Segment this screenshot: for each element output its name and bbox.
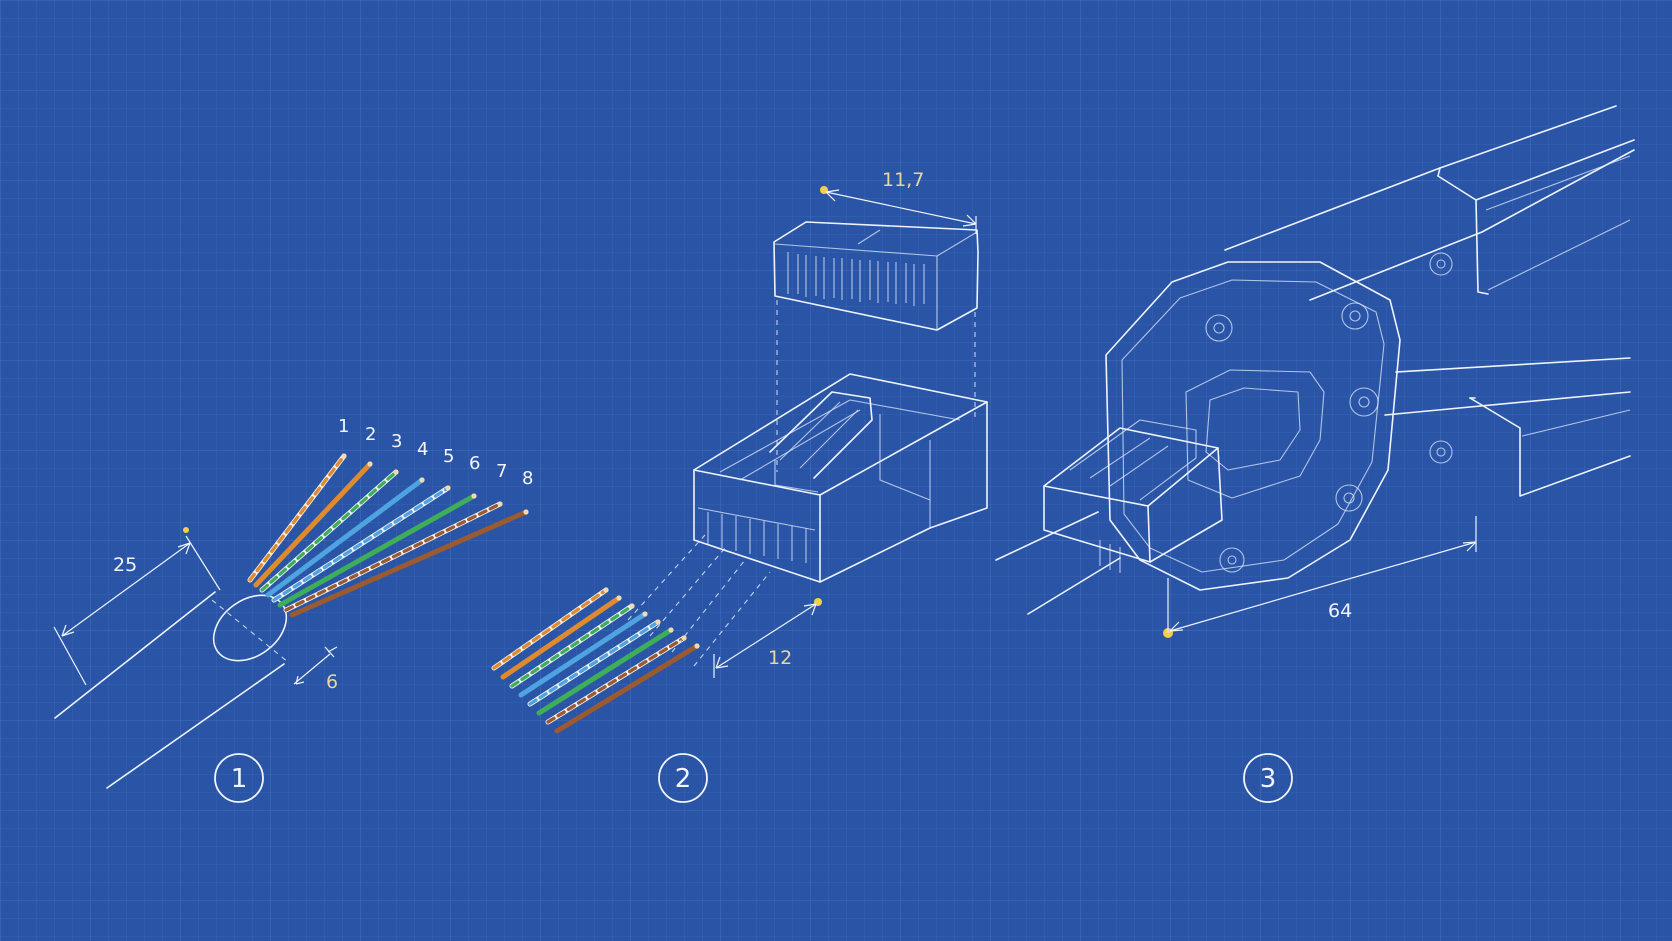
step-2-connector-insertion: 11,7 12 2 — [491, 169, 988, 803]
wire-number-7: 7 — [496, 461, 507, 482]
aligned-wire-1-stripe — [492, 588, 608, 670]
aligned-wire-4-stripe — [519, 612, 647, 697]
wire-3-tip — [393, 469, 399, 475]
aligned-wire-7-tip — [681, 635, 687, 641]
wire-1-stripe — [248, 454, 346, 582]
wire-number-3: 3 — [391, 431, 402, 452]
svg-text:12: 12 — [768, 647, 792, 669]
svg-text:2: 2 — [675, 764, 692, 794]
wire-2-stripe — [254, 462, 372, 587]
wire-6-tip — [471, 493, 477, 499]
wire-number-1: 1 — [338, 416, 349, 437]
wire-2-tip — [367, 461, 373, 467]
wire-number-6: 6 — [469, 453, 480, 474]
twisted-pair-wires — [247, 453, 529, 618]
step-1-stripped-cable: 1 2 3 4 5 6 7 8 25 6 1 — [53, 416, 533, 803]
svg-text:25: 25 — [113, 554, 137, 576]
svg-text:64: 64 — [1328, 600, 1352, 622]
aligned-wire-4-tip — [642, 611, 648, 617]
aligned-wire-7-stripe — [546, 636, 686, 724]
aligned-wire-8-stripe — [555, 644, 699, 733]
wire-8-tip — [523, 509, 529, 515]
aligned-wire-6-stripe — [537, 628, 673, 715]
aligned-wire-2-tip — [616, 595, 622, 601]
wire-number-4: 4 — [417, 439, 428, 460]
step-3-crimping-tool: 64 3 — [995, 105, 1635, 803]
wire-3-stripe — [260, 470, 398, 592]
step-3-badge: 3 — [1243, 753, 1293, 803]
wire-6-stripe — [278, 494, 476, 607]
wire-5-stripe — [272, 486, 450, 602]
dimension-strip-length: 25 — [53, 527, 221, 686]
wire-7-stripe — [284, 502, 502, 612]
dimension-insert-depth: 12 — [713, 598, 822, 678]
wire-5-tip — [445, 485, 451, 491]
svg-text:1: 1 — [231, 764, 248, 794]
wire-number-5: 5 — [443, 446, 454, 467]
wire-1-tip — [341, 453, 347, 459]
svg-text:11,7: 11,7 — [882, 169, 924, 191]
aligned-wire-8-tip — [694, 643, 700, 649]
wire-7-tip — [497, 501, 503, 507]
aligned-wire-5-tip — [655, 619, 661, 625]
step-1-badge: 1 — [214, 753, 264, 803]
aligned-wire-2-stripe — [501, 596, 621, 679]
dimension-connector-width: 11,7 — [820, 169, 977, 234]
aligned-wire-5-stripe — [528, 620, 660, 706]
wire-number-8: 8 — [522, 468, 533, 489]
aligned-wires — [491, 587, 700, 734]
contact-block — [773, 221, 979, 331]
svg-text:6: 6 — [326, 671, 338, 693]
dimension-jacket-gap: 6 — [293, 646, 338, 693]
wire-4-tip — [419, 477, 425, 483]
aligned-wire-1-tip — [603, 587, 609, 593]
wire-number-2: 2 — [365, 424, 376, 445]
svg-text:3: 3 — [1260, 764, 1277, 794]
dimension-tool-offset: 64 — [1163, 516, 1477, 638]
wire-8-stripe — [290, 510, 528, 617]
aligned-wire-6-tip — [668, 627, 674, 633]
aligned-wire-3-stripe — [510, 604, 634, 688]
aligned-wire-3-tip — [629, 603, 635, 609]
rj45-connector — [693, 373, 988, 583]
wire-4-stripe — [266, 478, 424, 597]
step-2-badge: 2 — [658, 753, 708, 803]
